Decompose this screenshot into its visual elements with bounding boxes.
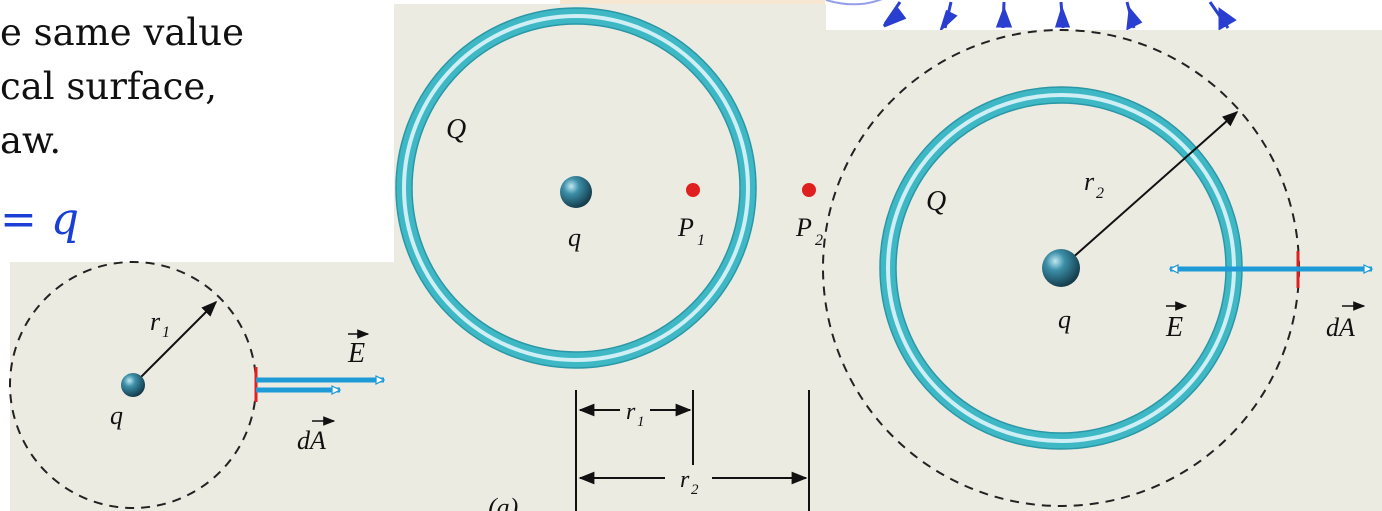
charge-label-middle: q [568,223,581,252]
radius-sub-right: 2 [1096,185,1104,202]
slide-text-line-1: e same value [0,11,244,54]
area-label-left: dA [297,426,326,455]
slide-text-line-2: cal surface, [0,65,218,108]
figure-left-gaussian-sphere: r 1 q E dA [9,261,430,511]
radius-r1-arrow [132,300,218,386]
field-label-right: E [1165,312,1183,343]
point1-label: P [677,213,694,242]
point-charge-q-middle [560,176,592,208]
point-charge-q-left [121,373,145,397]
radius-label-left: r [150,307,161,336]
dimension-r2-label: r [680,467,690,493]
radius-label-right: r [1084,167,1095,196]
point2-label: P [795,213,812,242]
dimension-r2-sub: 2 [691,482,699,498]
radius-r2-arrow [1060,110,1239,269]
figure-right-gaussian-sphere: Q r 2 q E dA [822,29,1372,507]
point1-sub: 1 [697,232,705,249]
shell-label-right: Q [926,186,946,217]
radius-sub-left: 1 [162,324,170,341]
point-p2 [802,183,816,197]
charge-label-left: q [110,401,123,430]
dimension-r1-label: r [626,399,636,425]
point-p1 [686,183,700,197]
figure-middle-shell: Q q P 1 P 2 r 1 r 2 (a) [394,4,1382,511]
slide-equation: = q [0,194,80,245]
slide-text-line-3: aw. [0,119,62,162]
field-label-left: E [347,338,365,369]
area-label-right: dA [1326,313,1355,342]
point2-sub: 2 [815,232,823,249]
panel-label-a: (a) [488,493,518,511]
charge-label-right: q [1058,305,1071,334]
dimension-r1-sub: 1 [637,414,645,430]
point-charge-q-right [1042,249,1080,287]
shell-label-middle: Q [446,114,466,145]
